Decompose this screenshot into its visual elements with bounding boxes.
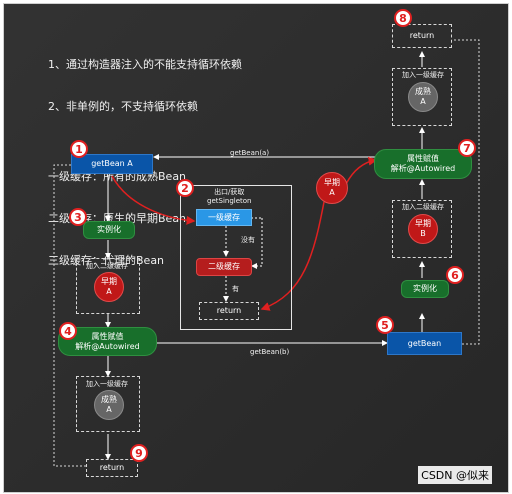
no-label: 没有 xyxy=(241,236,255,244)
step-7-badge: 7 xyxy=(458,139,476,157)
step-8-badge: 8 xyxy=(394,9,412,27)
step-2-badge: 2 xyxy=(176,179,194,197)
instantiate-b-node: 实例化 xyxy=(401,280,449,298)
add-l1-b-label: 加入一级缓存 xyxy=(402,71,444,79)
return-top-box xyxy=(392,24,452,48)
l2-cache-node: 二级缓存 xyxy=(196,258,252,276)
mature-a-top-node: 成熟 A xyxy=(408,82,438,112)
getbean-b-edge-label: getBean(b) xyxy=(250,348,290,356)
getbean-a-edge-label: getBean(a) xyxy=(230,149,270,157)
return-top-node: return xyxy=(409,31,435,40)
step-9-badge: 9 xyxy=(130,444,148,462)
note-1: 1、通过构造器注入的不能支持循环依赖 xyxy=(48,58,242,71)
step-1-badge: 1 xyxy=(70,140,88,158)
note-2: 2、非单例的，不支持循环依赖 xyxy=(48,100,198,113)
have-label: 有 xyxy=(232,285,239,293)
diagram-frame: 1、通过构造器注入的不能支持循环依赖 2、非单例的，不支持循环依赖 一级缓存：所… xyxy=(3,3,509,493)
add-l2-a-label: 加入二级缓存 xyxy=(86,262,128,270)
early-b-node: 早期 B xyxy=(408,214,438,244)
property-assign-b-node: 属性赋值 解析@Autowired xyxy=(374,149,472,179)
getsingleton-box xyxy=(180,185,292,330)
step-6-badge: 6 xyxy=(446,266,464,284)
add-l2-b-box xyxy=(392,200,452,258)
getbean-b-node: getBean xyxy=(387,332,462,355)
return-center-node: return xyxy=(216,306,242,315)
early-a-node: 早期 A xyxy=(94,272,124,302)
mature-a-node: 成熟 A xyxy=(94,390,124,420)
add-l1-a-box xyxy=(76,376,140,432)
early-a-circle-node: 早期 A xyxy=(316,172,348,204)
add-l1-b-box xyxy=(392,68,452,126)
add-l2-a-box xyxy=(76,258,140,314)
return-center-box xyxy=(199,302,259,320)
step-4-badge: 4 xyxy=(59,322,77,340)
instantiate-a-node: 实例化 xyxy=(83,221,135,239)
add-l1-a-label: 加入一级缓存 xyxy=(86,380,128,388)
return-left-box xyxy=(86,459,138,477)
connector-lines xyxy=(53,39,480,467)
l1-cache-node: 一级缓存 xyxy=(196,209,252,226)
csdn-watermark: CSDN @似来 xyxy=(418,466,492,484)
getsingleton-title: 出口/获取 getSingleton xyxy=(207,188,252,205)
note-cache-l3: 三级缓存：代理的Bean xyxy=(48,254,165,267)
step-3-badge: 3 xyxy=(69,208,87,226)
add-l2-b-label: 加入二级缓存 xyxy=(402,203,444,211)
step-5-badge: 5 xyxy=(376,316,394,334)
getbean-a-node: getBean A xyxy=(71,154,153,174)
return-left-node: return xyxy=(99,463,125,472)
